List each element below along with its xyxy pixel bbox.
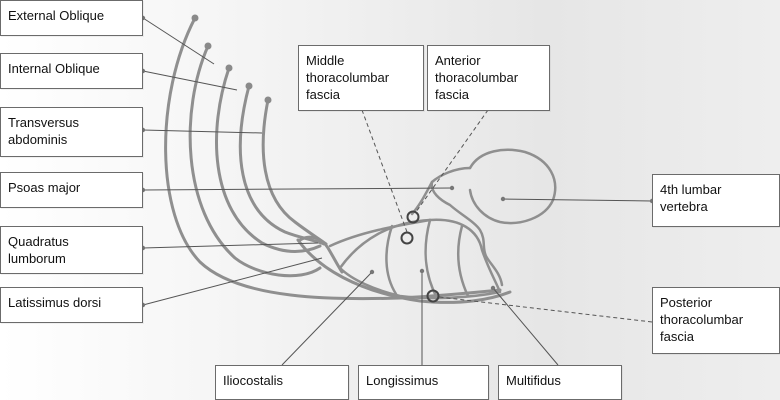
internal-oblique-layer <box>188 44 322 278</box>
multifidus-leader <box>492 287 559 366</box>
label-middle-thoracolumbar-fascia: Middle thoracolumbar fascia <box>298 45 424 111</box>
vertebra-body <box>468 148 557 225</box>
label-fourth-lumbar-vertebra: 4th lumbar vertebra <box>652 174 780 227</box>
label-psoas-major: Psoas major <box>0 172 143 208</box>
external-oblique-end-dot <box>191 14 199 22</box>
iliocostalis-divider <box>385 224 398 296</box>
longissimus-divider <box>424 218 439 300</box>
psoas-major-leader <box>142 187 453 191</box>
psoas-layer <box>238 84 326 246</box>
middle-fascia-line <box>328 218 432 248</box>
fascia-markers <box>400 210 440 303</box>
label-internal-oblique: Internal Oblique <box>0 53 143 89</box>
anterior-fascia-leader <box>415 109 489 213</box>
label-transversus-abdominis: Transversus abdominis <box>0 107 143 157</box>
internal-oblique-leader <box>142 70 238 91</box>
external-oblique-leader <box>142 17 215 65</box>
transversus-abdominis-leader <box>142 129 263 134</box>
quadratus-lumborum-outline <box>298 235 344 274</box>
longissimus-target-dot <box>419 268 425 274</box>
psoas-layer-end-dot <box>245 82 253 90</box>
anterior-fascia-marker <box>406 210 420 224</box>
label-posterior-thoracolumbar-fascia: Posterior thoracolumbar fascia <box>652 287 780 354</box>
vertebra-and-back-muscles <box>328 148 557 300</box>
latissimus-dorsi-layer <box>296 238 512 304</box>
vertebra-target-dot <box>500 196 506 202</box>
internal-oblique-end-dot <box>204 42 212 50</box>
quadratus-lumborum-leader <box>142 242 319 249</box>
innermost-layer-end-dot <box>264 96 272 104</box>
middle-fascia-marker <box>400 231 414 245</box>
psoas-target-dot <box>449 185 455 191</box>
label-anterior-thoracolumbar-fascia: Anterior thoracolumbar fascia <box>427 45 550 111</box>
transversus-abdominis-layer <box>215 66 322 253</box>
transversus-end-dot <box>225 64 233 72</box>
posterior-fascia-marker <box>426 289 440 303</box>
label-multifidus: Multifidus <box>498 365 622 400</box>
latissimus-dorsi-leader <box>142 257 323 306</box>
vertebra-arch <box>430 166 504 287</box>
middle-fascia-leader <box>361 109 408 233</box>
iliocostalis-leader <box>281 271 373 366</box>
label-external-oblique: External Oblique <box>0 0 143 36</box>
posterior-fascia-leader <box>438 296 653 323</box>
innermost-layer <box>261 98 328 246</box>
label-latissimus-dorsi: Latissimus dorsi <box>0 287 143 323</box>
leader-lines <box>142 17 653 366</box>
fourth-lumbar-vertebra-leader <box>502 198 653 202</box>
label-quadratus-lumborum: Quadratus lumborum <box>0 226 143 274</box>
label-iliocostalis: Iliocostalis <box>215 365 349 400</box>
layer-end-dots <box>191 14 272 104</box>
multifidus-divider <box>456 224 470 298</box>
label-longissimus: Longissimus <box>358 365 489 400</box>
transverse-process <box>410 180 434 216</box>
iliocostalis-target-dot <box>369 269 375 275</box>
multifidus-target-dot <box>490 285 496 291</box>
